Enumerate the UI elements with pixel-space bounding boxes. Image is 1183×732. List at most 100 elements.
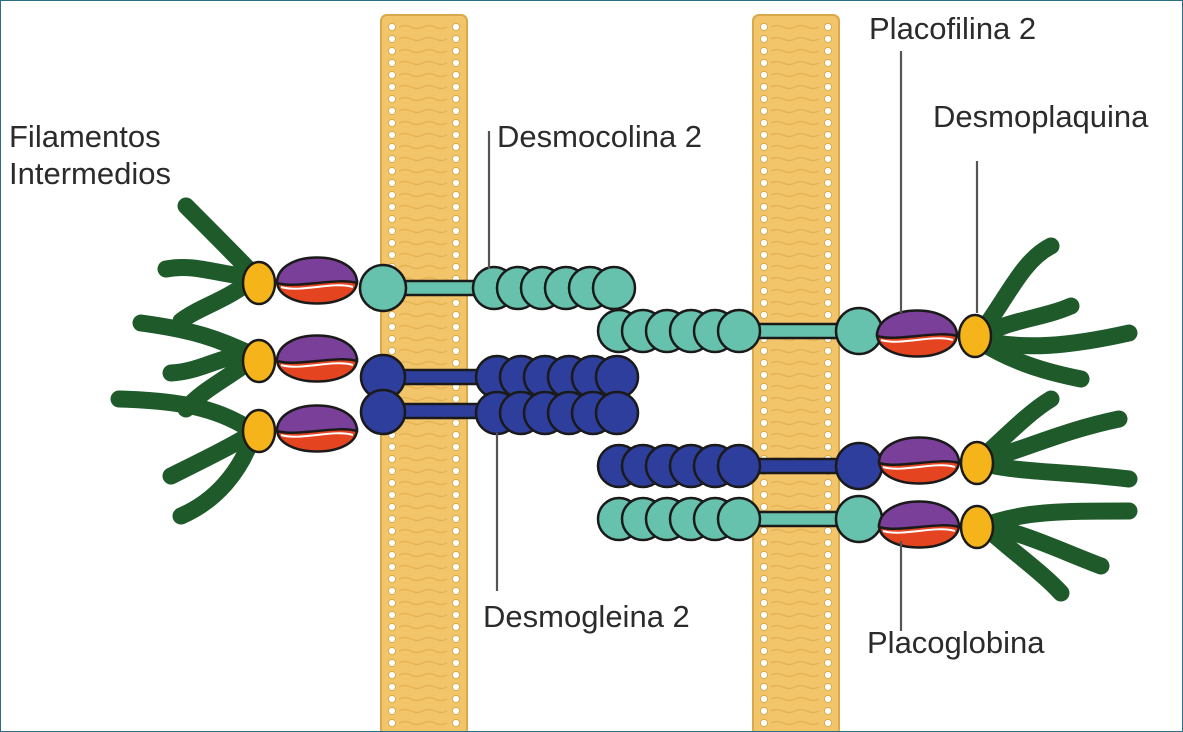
lipid-head <box>823 598 833 608</box>
lipid-tail <box>770 444 820 450</box>
lipid-tail <box>398 36 448 42</box>
lipid-tail <box>398 516 448 522</box>
plakophilin-shape <box>275 404 359 434</box>
lipid-head <box>759 46 769 56</box>
lipid-head <box>451 658 461 668</box>
lipid-tail <box>398 636 448 642</box>
lipid-head <box>387 454 397 464</box>
desmocollin-anchor-right <box>834 306 884 356</box>
lipid-tail <box>398 612 448 618</box>
lipid-head <box>823 202 833 212</box>
lipid-head <box>387 106 397 116</box>
lipid-head <box>823 526 833 536</box>
lipid-head <box>823 610 833 620</box>
lipid-tail <box>770 240 820 246</box>
lipid-head <box>451 214 461 224</box>
lipid-head <box>823 382 833 392</box>
lipid-tail <box>770 588 820 594</box>
lipid-tail <box>398 384 448 390</box>
lipid-head <box>759 286 769 296</box>
cadherin-domain <box>716 308 762 354</box>
lipid-head <box>759 574 769 584</box>
lipid-head <box>451 550 461 560</box>
lipid-tail <box>398 660 448 666</box>
lipid-tail <box>398 252 448 258</box>
lipid-tail <box>770 564 820 570</box>
lipid-head <box>759 682 769 692</box>
lipid-head <box>823 166 833 176</box>
lipid-tail <box>398 144 448 150</box>
lipid-tail <box>770 528 820 534</box>
lipid-head <box>759 706 769 716</box>
lipid-head <box>759 490 769 500</box>
lipid-head <box>823 142 833 152</box>
lipid-head <box>823 562 833 572</box>
lipid-head <box>451 358 461 368</box>
lipid-head <box>451 502 461 512</box>
lipid-head <box>387 550 397 560</box>
lipid-head <box>387 118 397 128</box>
lipid-tail <box>770 180 820 186</box>
lipid-head <box>823 442 833 452</box>
lipid-head <box>451 190 461 200</box>
lipid-head <box>759 166 769 176</box>
lipid-head <box>387 166 397 176</box>
lipid-tail <box>770 708 820 714</box>
desmocollin-chain-left <box>471 265 637 311</box>
desmoplakin-shape <box>241 260 277 306</box>
lipid-head <box>823 634 833 644</box>
lipid-tail <box>770 672 820 678</box>
lipid-tail <box>398 696 448 702</box>
lipid-tail <box>398 396 448 402</box>
plakoglobin-shape <box>275 279 359 305</box>
lipid-head <box>387 514 397 524</box>
lipid-head <box>759 82 769 92</box>
lipid-head <box>387 538 397 548</box>
lipid-tail <box>770 120 820 126</box>
lipid-head <box>451 598 461 608</box>
lipid-head <box>759 262 769 272</box>
lipid-head <box>823 94 833 104</box>
plakoglobin-shape <box>275 357 359 383</box>
cadherin-domain <box>594 390 640 436</box>
lipid-tail <box>770 252 820 258</box>
intermediate-filament <box>110 390 262 440</box>
lipid-head <box>823 286 833 296</box>
desmocollin-chain-right <box>596 308 762 354</box>
lipid-head <box>823 358 833 368</box>
desmoplakin-shape <box>241 408 277 454</box>
lipid-head <box>451 106 461 116</box>
lipid-tail <box>770 24 820 30</box>
lipid-head <box>387 706 397 716</box>
lipid-head <box>387 622 397 632</box>
lipid-head <box>823 106 833 116</box>
lipid-head <box>823 394 833 404</box>
lipid-head <box>759 646 769 656</box>
desmoglein-anchor-right <box>834 441 884 491</box>
lipid-tail <box>398 600 448 606</box>
lipid-head <box>823 370 833 380</box>
lipid-head <box>451 610 461 620</box>
lipid-head <box>823 262 833 272</box>
lipid-tail <box>770 228 820 234</box>
lipid-tail <box>770 192 820 198</box>
lipid-head <box>451 562 461 572</box>
lipid-tail <box>398 456 448 462</box>
lipid-head <box>387 562 397 572</box>
intermediate-filament <box>972 410 1128 470</box>
lipid-head <box>759 34 769 44</box>
lipid-head <box>759 538 769 548</box>
lipid-head <box>451 346 461 356</box>
cadherin-domain <box>716 443 762 489</box>
lipid-tail <box>398 420 448 426</box>
lipid-tail <box>398 192 448 198</box>
lipid-head <box>759 118 769 128</box>
plaque-left-1 <box>241 256 359 306</box>
lipid-tail <box>398 564 448 570</box>
lipid-head <box>387 658 397 668</box>
lipid-head <box>823 70 833 80</box>
lipid-head <box>387 46 397 56</box>
lipid-head <box>759 190 769 200</box>
lipid-tail <box>398 60 448 66</box>
